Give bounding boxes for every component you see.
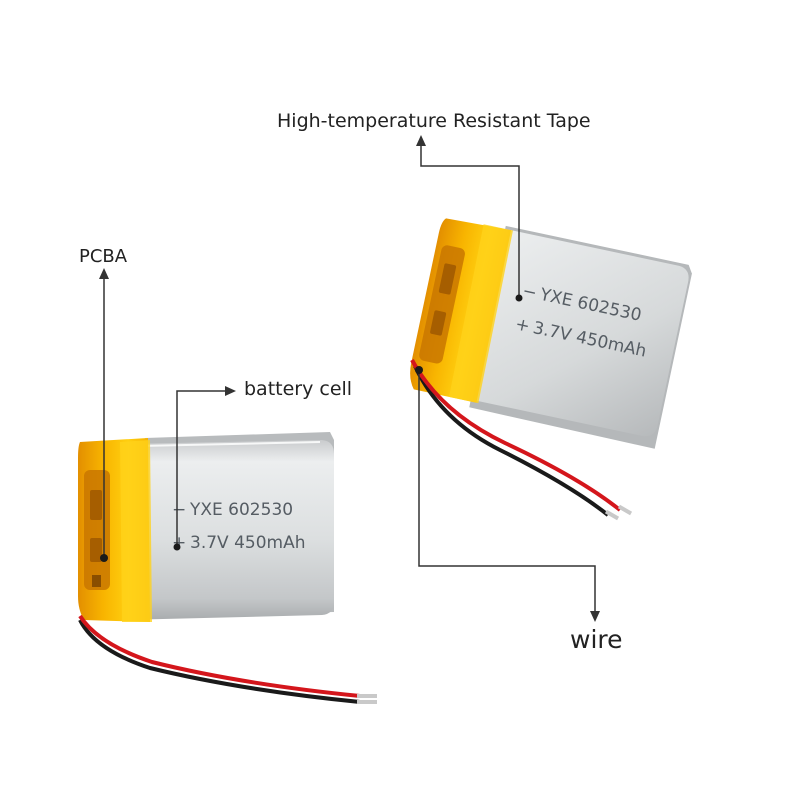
- arrow-right-icon: [225, 386, 236, 396]
- battery-left-print-sign-2: +: [172, 533, 186, 553]
- battery-right-cell: [451, 225, 689, 437]
- battery-right-print-sign-1: −: [521, 281, 539, 304]
- battery-left-print-line-2: 3.7V 450mAh: [190, 533, 305, 553]
- battery-left-pcba: [84, 470, 110, 590]
- arrow-down-icon: [590, 611, 600, 622]
- dot-marker-tape: [515, 294, 523, 302]
- battery-right-wire: [410, 359, 633, 521]
- leader-line-battery-cell: [176, 390, 226, 546]
- battery-left-print-line-1: YXE 602530: [189, 500, 293, 520]
- battery-left-wire: [78, 614, 377, 704]
- battery-right-pcba: [419, 245, 465, 364]
- battery-right-print-sign-2: +: [513, 314, 531, 337]
- dot-marker-pcba: [100, 554, 108, 562]
- label-battery-cell: battery cell: [244, 378, 353, 400]
- battery-left: − YXE 602530 + 3.7V 450mAh: [78, 432, 377, 704]
- leader-line-tape: [420, 145, 520, 297]
- label-wire: wire: [570, 625, 623, 654]
- arrow-up-icon: [99, 268, 109, 279]
- dot-marker-battery-cell: [173, 543, 181, 551]
- dot-marker-wire: [415, 366, 423, 374]
- label-tape: High-temperature Resistant Tape: [277, 110, 591, 132]
- battery-left-cell: [124, 440, 334, 620]
- battery-left-print-sign-1: −: [172, 500, 186, 520]
- leader-line-wire: [418, 370, 596, 612]
- battery-right: − YXE 602530 + 3.7V 450mAh: [410, 218, 692, 449]
- arrow-up-icon: [416, 135, 426, 146]
- label-pcba: PCBA: [79, 246, 128, 267]
